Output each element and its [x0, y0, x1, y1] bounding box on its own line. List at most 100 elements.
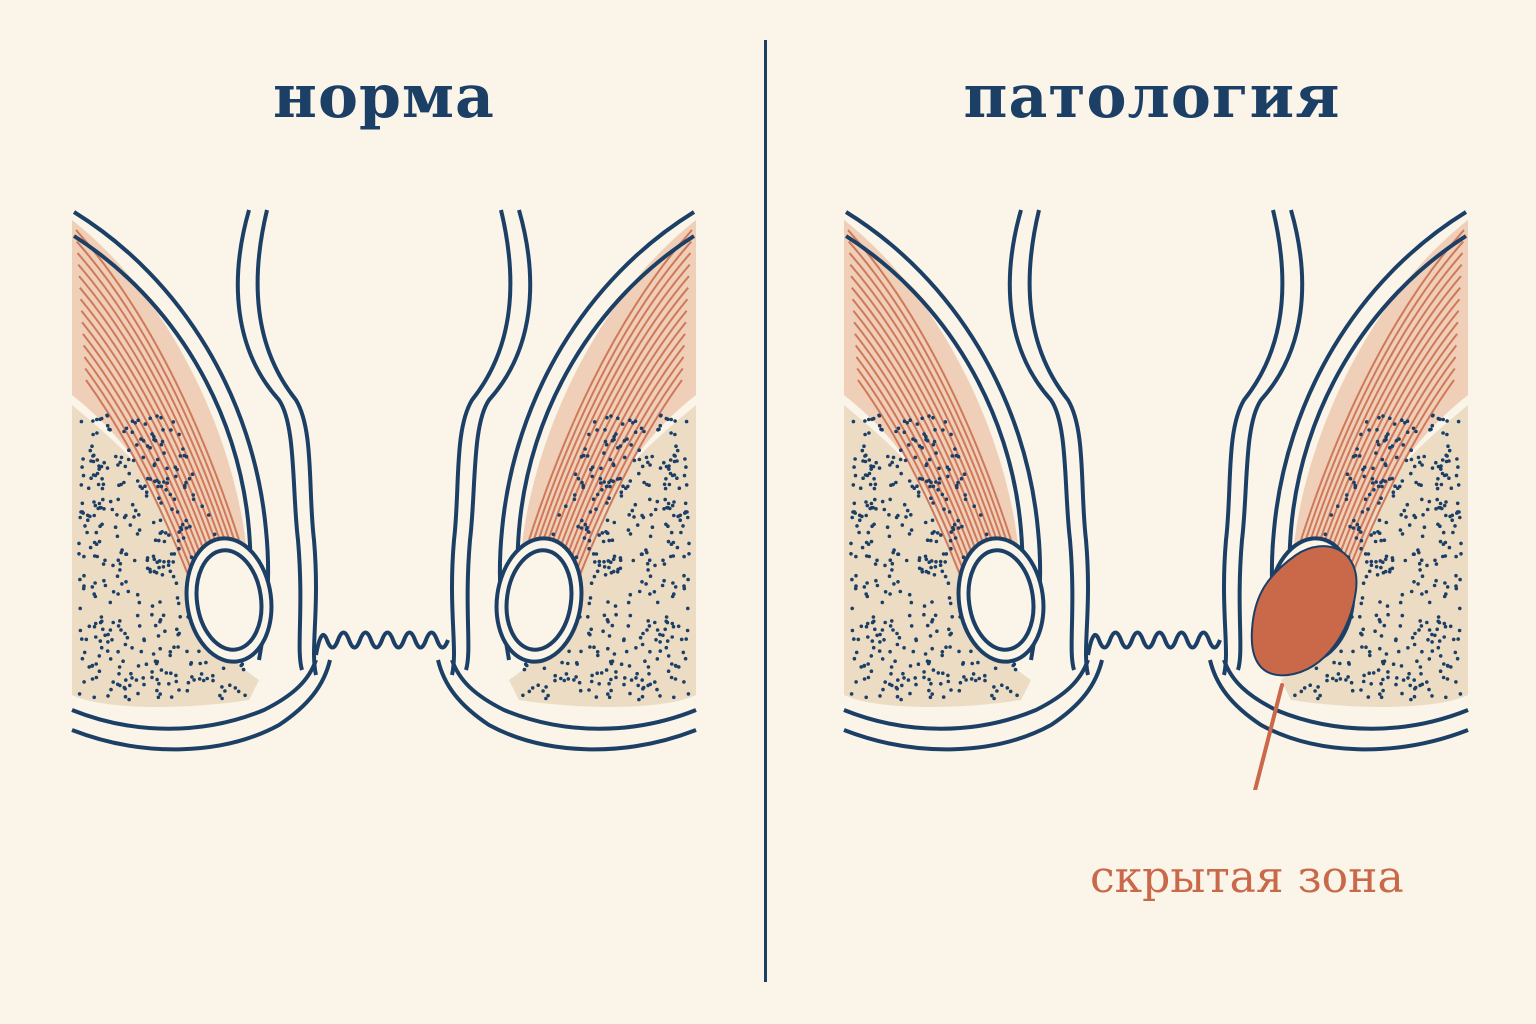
fat-dot: [607, 634, 612, 638]
fat-dot: [902, 502, 907, 507]
fat-dot: [1388, 446, 1392, 450]
fat-dot: [1015, 693, 1019, 698]
fat-dot: [902, 646, 906, 650]
fat-dot: [878, 640, 882, 644]
fat-dot: [664, 645, 669, 650]
fat-dot: [175, 627, 179, 632]
fat-dot: [541, 689, 545, 693]
fat-dot: [124, 513, 128, 518]
fat-dot: [902, 430, 907, 434]
fat-dot: [121, 659, 125, 663]
fat-dot: [663, 497, 667, 502]
fat-dot: [618, 556, 623, 560]
fat-dot: [191, 493, 195, 497]
fat-dot: [672, 500, 676, 504]
fat-dot: [637, 589, 642, 594]
fat-dot: [165, 476, 170, 481]
fat-dot: [647, 624, 652, 628]
fat-dot: [1436, 522, 1440, 527]
fat-dot: [1368, 653, 1372, 658]
fat-dot: [1352, 518, 1356, 523]
fat-dot: [629, 443, 633, 447]
fat-dot: [907, 479, 912, 483]
fat-dot: [150, 604, 155, 608]
fat-dot: [1361, 627, 1365, 632]
fat-dot: [133, 508, 138, 513]
fat-dot: [655, 600, 660, 605]
fat-dot: [1406, 676, 1410, 680]
fat-dot: [185, 649, 189, 654]
fat-dot: [633, 502, 638, 507]
fat-dot: [155, 677, 159, 682]
fat-dot: [1377, 518, 1382, 523]
fat-dot: [1408, 683, 1412, 688]
fat-dot: [1455, 501, 1460, 506]
fat-dot: [956, 518, 960, 523]
fat-dot: [177, 631, 181, 636]
fat-dot: [941, 671, 945, 675]
fat-dot: [604, 484, 609, 489]
fat-dot: [658, 694, 662, 698]
fat-dot: [172, 552, 177, 556]
fat-dot: [679, 530, 683, 535]
fat-dot: [872, 619, 876, 624]
fat-dot: [132, 515, 136, 519]
fat-dot: [678, 518, 682, 522]
fat-dot: [1399, 664, 1404, 668]
fat-dot: [527, 689, 532, 694]
fat-dot: [1412, 464, 1417, 469]
fat-dot: [160, 530, 164, 534]
fat-dot: [175, 596, 180, 600]
fat-dot: [602, 560, 606, 564]
muscle-fiber: [79, 298, 220, 564]
fat-dot: [1449, 486, 1454, 491]
fat-dot: [1379, 695, 1384, 700]
fat-dot: [1302, 686, 1307, 690]
fat-dot: [1412, 513, 1416, 518]
fat-dot: [871, 645, 876, 650]
fat-dot: [616, 446, 620, 450]
fat-dot: [587, 432, 591, 437]
fat-dot: [615, 477, 620, 481]
fat-dot: [1425, 620, 1429, 625]
fat-dot: [933, 565, 938, 569]
fat-dot: [1316, 696, 1320, 701]
fat-dot: [589, 627, 593, 632]
fat-dot: [853, 473, 858, 478]
fat-dot: [858, 518, 862, 522]
fat-dot: [1401, 443, 1405, 447]
fat-dot: [654, 638, 658, 642]
fat-dot: [1400, 613, 1405, 618]
fat-dot: [233, 686, 238, 690]
fat-dot: [1353, 453, 1358, 458]
fat-dot: [932, 573, 937, 577]
fat-dot: [684, 419, 689, 424]
fat-dot: [155, 688, 159, 693]
fat-dot: [1430, 694, 1434, 698]
skin-line: [1208, 659, 1469, 752]
fat-dot: [1357, 454, 1362, 458]
fat-dot: [588, 596, 593, 600]
fat-dot: [874, 507, 878, 511]
fat-dot: [139, 649, 144, 654]
fat-dot: [123, 642, 128, 647]
fat-dot: [580, 518, 584, 523]
fat-dot: [865, 581, 869, 585]
fat-dot: [97, 669, 102, 673]
fat-dot: [687, 552, 691, 556]
fat-dot: [663, 486, 668, 491]
fat-dot: [648, 649, 652, 654]
fat-dot: [677, 486, 682, 491]
fat-dot: [1458, 577, 1462, 582]
fat-dot: [874, 578, 878, 583]
muscle-fiber: [851, 287, 995, 560]
fat-dot: [1379, 496, 1383, 501]
fat-dot: [1445, 454, 1449, 458]
fat-dot: [106, 694, 110, 698]
fat-dot: [644, 455, 649, 460]
fat-dot: [907, 532, 912, 536]
fat-dot: [1441, 417, 1445, 422]
fat-dot: [608, 659, 613, 664]
fat-dot: [90, 677, 95, 681]
fat-dot: [609, 478, 613, 483]
